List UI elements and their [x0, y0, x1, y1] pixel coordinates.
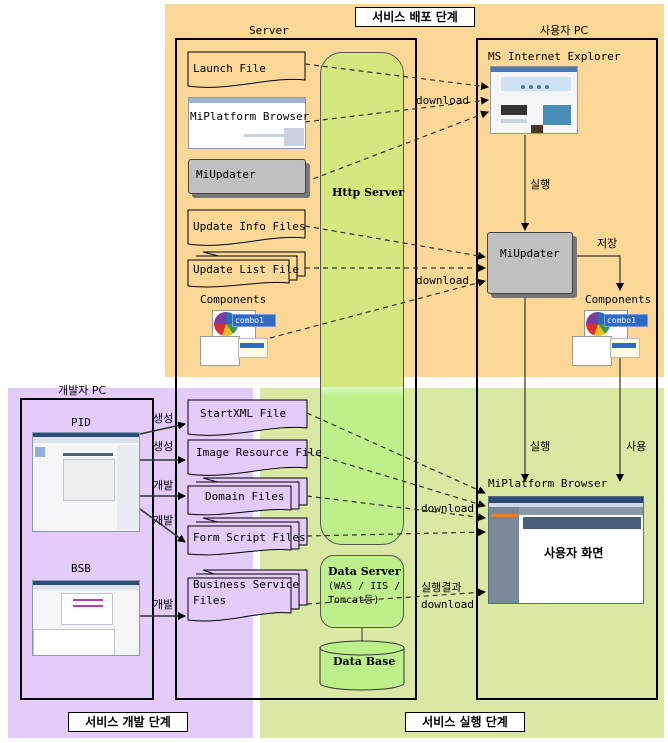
- server-title: Server: [249, 24, 289, 37]
- update-list-doc: [187, 251, 306, 288]
- calendar-icon: [200, 336, 240, 366]
- update-info-doc: [187, 209, 306, 246]
- arrow-pid-startxml: [139, 421, 186, 435]
- arrow-updateinfo-to-miupdater: [304, 225, 486, 260]
- image-resource-label: Image Resource File: [196, 446, 322, 459]
- user-pc-title: 사용자 PC: [540, 24, 589, 37]
- pid-screenshot: [32, 432, 140, 532]
- arrow-business-to-browser: [306, 588, 486, 605]
- miupdater-server-label: MiUpdater: [196, 168, 256, 181]
- form-script-label: Form Script Files: [193, 531, 306, 544]
- combo-widget: combo1: [604, 314, 648, 327]
- arrow-miupdater-save: [573, 255, 624, 291]
- image-resource-doc: [187, 439, 308, 476]
- user-pc-frame: [476, 38, 658, 700]
- ie-label: MS Internet Explorer: [488, 50, 621, 63]
- database-label: Data Base: [333, 655, 396, 668]
- arrow-pid-form: [139, 508, 186, 543]
- miplatform-browser-server-label: MiPlatform Browser: [190, 110, 310, 123]
- ie-screenshot: [490, 66, 578, 134]
- arrow-miupdater-to-ie: [304, 110, 489, 183]
- edge-label-use: 사용: [626, 440, 647, 453]
- edge-label-result-1: 실행결과: [421, 581, 462, 594]
- update-list-label: Update List File: [193, 263, 299, 276]
- update-info-label: Update Info Files: [193, 220, 306, 233]
- stage-title-deploy: 서비스 배포 단계: [355, 7, 475, 27]
- arrow-startxml-to-browser: [306, 412, 486, 494]
- combo-widget: combo1: [232, 314, 276, 327]
- dev-pc-title: 개발자 PC: [58, 384, 107, 397]
- edge-label-download-2: download: [416, 274, 469, 287]
- server-frame: [175, 38, 417, 700]
- edge-label-develop-3: 개발: [153, 598, 174, 611]
- miupdater-user-box: [487, 232, 573, 294]
- edge-label-download-1: download: [416, 94, 469, 107]
- business-service-label-2: Files: [193, 594, 227, 607]
- data-server-box: [320, 555, 404, 628]
- components-user-label: Components: [585, 293, 652, 306]
- edge-label-create-1: 생성: [153, 412, 174, 425]
- calendar-icon: [572, 336, 612, 366]
- components-widget-user: combo1: [572, 310, 652, 366]
- miupdater-server-box: [188, 159, 306, 194]
- miplatform-browser-thumb: [188, 97, 306, 149]
- pid-label: PID: [71, 416, 91, 429]
- form-script-doc: [187, 517, 308, 556]
- edge-label-develop-2: 개발: [153, 514, 174, 527]
- database-shape: [319, 628, 405, 691]
- launch-file-label: Launch File: [193, 62, 266, 75]
- edge-label-run-1: 실행: [530, 178, 551, 191]
- business-service-doc: [187, 569, 308, 622]
- start-xml-label: StartXML File: [200, 407, 287, 420]
- bsb-label: BSB: [71, 562, 91, 575]
- arrow-form-to-browser: [306, 528, 486, 537]
- user-screen-label: 사용자 화면: [538, 545, 610, 562]
- domain-files-doc: [187, 477, 308, 516]
- dev-pc-frame: [20, 398, 154, 700]
- stage-title-run: 서비스 실행 단계: [405, 712, 525, 732]
- start-xml-doc: [187, 399, 308, 436]
- stage-title-develop: 서비스 개발 단계: [68, 712, 188, 732]
- edge-label-run-2: 실행: [530, 440, 551, 453]
- miplatform-browser-user-label: MiPlatform Browser: [488, 477, 608, 490]
- edge-label-create-2: 생성: [153, 440, 174, 453]
- domain-files-label: Domain Files: [205, 490, 285, 503]
- arrow-components-to-miupdater: [269, 278, 486, 339]
- http-server-column: [320, 52, 404, 545]
- arrow-browser-to-ie: [304, 96, 489, 123]
- arrow-domain-to-browser: [306, 495, 486, 522]
- arrow-launch-to-ie: [304, 63, 489, 91]
- edge-label-download-3: download: [421, 502, 474, 515]
- business-service-label-1: Business Service: [193, 578, 299, 591]
- edge-label-develop-1: 개발: [153, 479, 174, 492]
- miupdater-user-label: MiUpdater: [500, 247, 560, 260]
- components-widget-server: combo1: [200, 310, 280, 366]
- components-server-label: Components: [200, 293, 267, 306]
- data-server-line1: (WAS / IIS /: [328, 581, 401, 592]
- http-server-label: Http Server: [332, 186, 404, 199]
- launch-file-doc: [187, 51, 306, 88]
- bsb-screenshot: [32, 580, 140, 656]
- arrow-image-to-browser: [306, 451, 486, 508]
- data-server-title: Data Server: [328, 565, 401, 578]
- edge-label-result-2: download: [421, 598, 474, 611]
- edge-label-save: 저장: [597, 237, 618, 250]
